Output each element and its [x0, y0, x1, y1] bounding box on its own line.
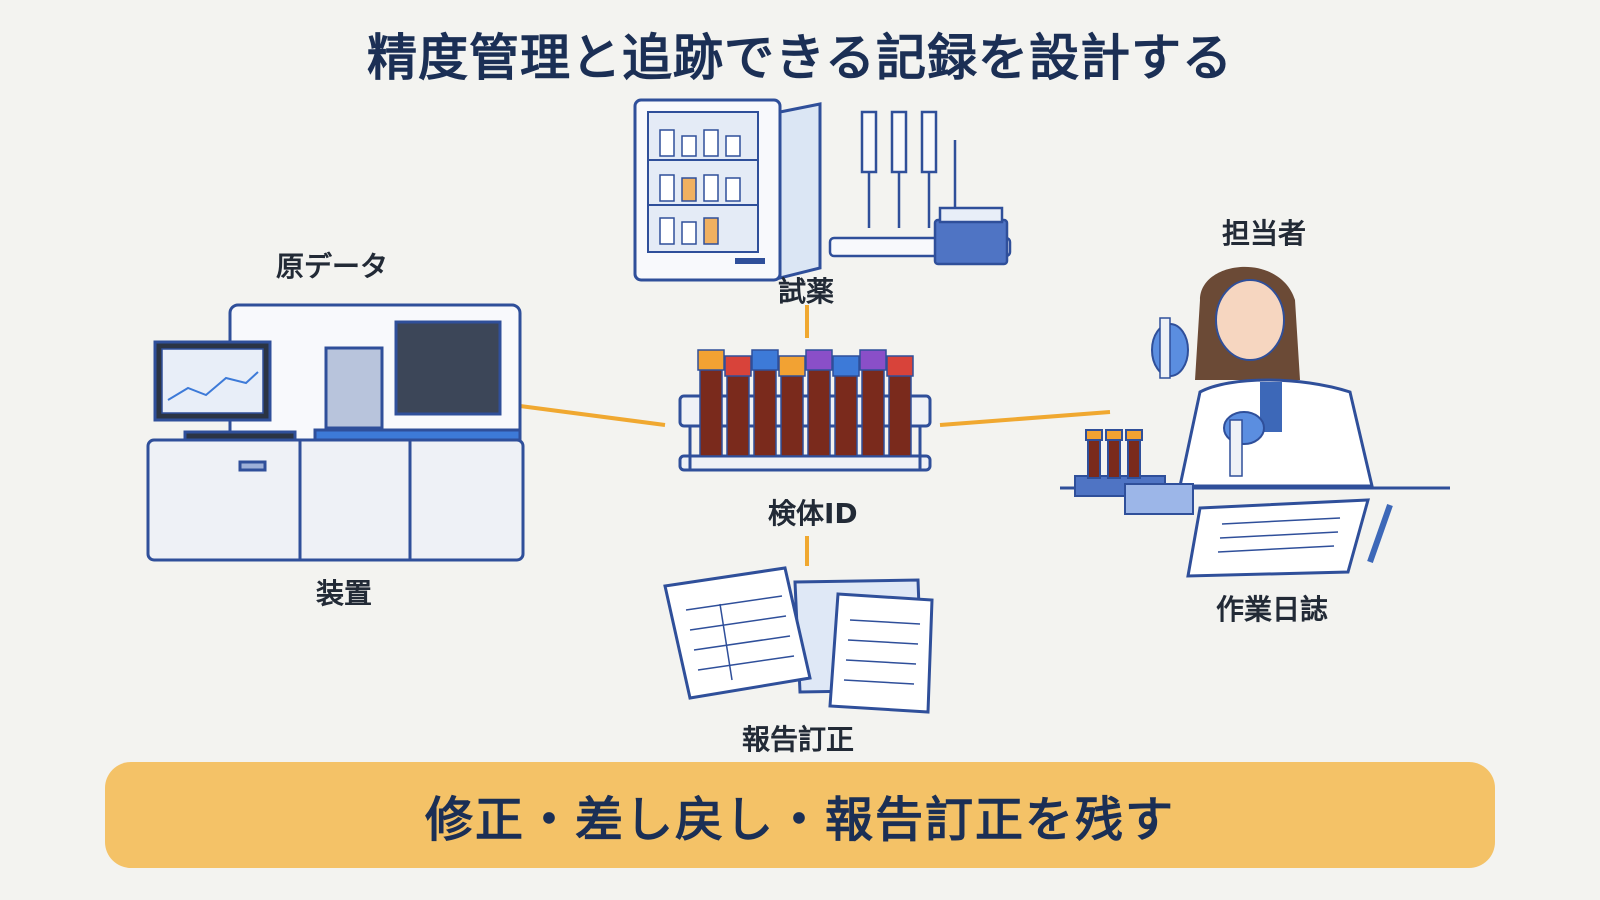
summary-banner: 修正・差し戻し・報告訂正を残す — [105, 762, 1495, 868]
label-specimen-id: 検体ID — [768, 497, 858, 530]
label-person: 担当者 — [1222, 217, 1307, 250]
label-reagent: 試薬 — [778, 275, 835, 308]
label-report: 報告訂正 — [742, 723, 855, 756]
label-device: 装置 — [316, 577, 373, 610]
analyzer-device-icon — [146, 303, 525, 562]
connector-device — [519, 404, 666, 427]
label-worklog: 作業日誌 — [1216, 593, 1329, 626]
pen-icon — [1367, 504, 1393, 563]
label-raw-data: 原データ — [276, 250, 389, 283]
connector-lines — [519, 305, 1111, 566]
banner-text: 修正・差し戻し・報告訂正を残す — [424, 792, 1175, 848]
technician-icon — [1060, 266, 1450, 490]
report-documents-icon — [663, 566, 934, 714]
pipette-stand-icon — [828, 110, 1012, 266]
page-title: 精度管理と追跡できる記録を設計する — [367, 29, 1233, 87]
small-rack-icon — [1074, 429, 1194, 515]
clipboard-icon — [1186, 498, 1393, 578]
connector-person — [939, 410, 1111, 427]
specimen-rack-icon — [678, 349, 932, 472]
reagent-fridge-icon — [633, 98, 822, 282]
